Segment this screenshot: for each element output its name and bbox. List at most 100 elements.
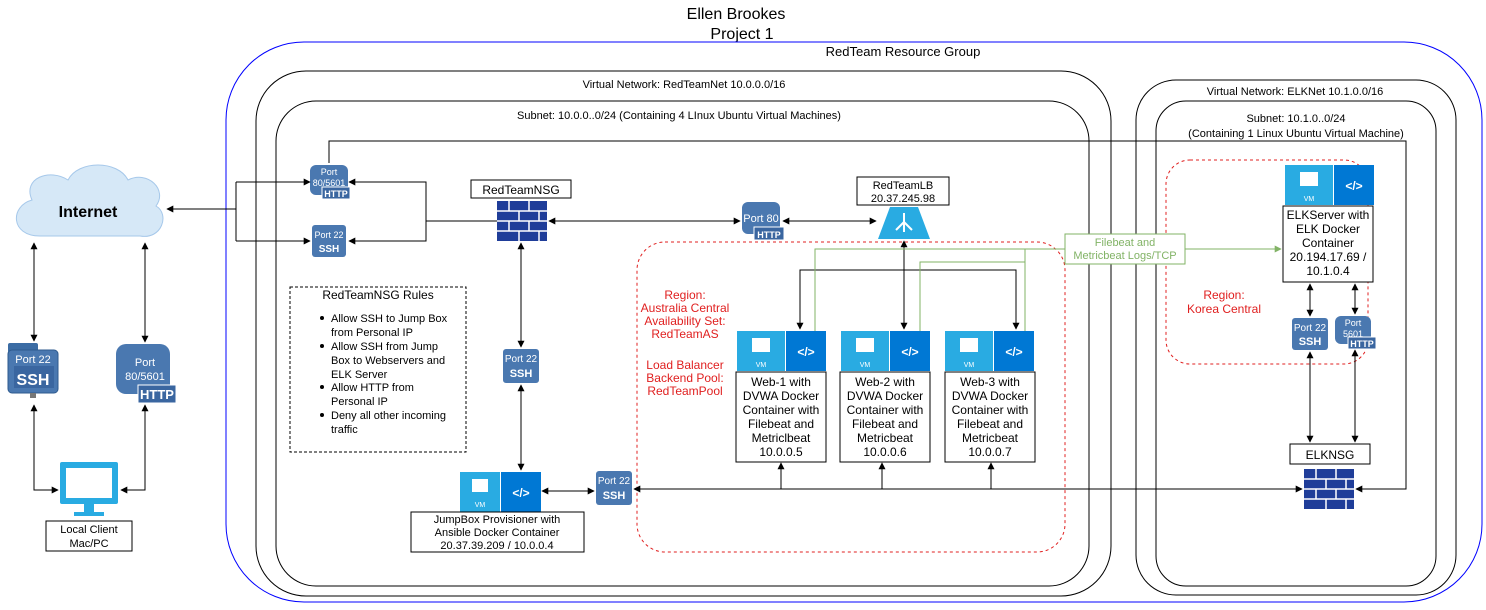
nsg-rules-list: Allow SSH to Jump Box from Personal IP A… [320,313,448,436]
local-client-label-1: Local Client [60,524,117,536]
svg-text:10.0.0.7: 10.0.0.7 [968,445,1012,459]
svg-text:10.0.0.5: 10.0.0.5 [759,445,803,459]
ssh-bottom-label: SSH [603,490,626,502]
http-port80-5601-icon-top: Port 80/5601 HTTP [310,165,351,200]
ssh-port22-icon-top: Port 22 SSH [312,225,346,257]
svg-text:DVWA Docker: DVWA Docker [743,389,819,403]
rule-4-line-2: traffic [331,424,358,436]
vm-icon-web2: VM </> [841,331,930,371]
svg-text:Region:: Region: [664,288,705,302]
svg-text:DVWA Docker: DVWA Docker [952,389,1028,403]
svg-text:Filebeat and: Filebeat and [748,417,814,431]
http-port80-icon: Port 80 HTTP [742,202,785,241]
internet-cloud-icon: Internet [16,164,164,237]
filebeat-connectors [814,245,1282,331]
vm-icon-elkserver: VM </> [1285,165,1374,205]
http-top-label: HTTP [324,189,348,199]
elkserver-box [1282,205,1374,283]
port5601-label-2: 5601 [1343,329,1363,339]
port22-mid-label: Port 22 [505,354,538,365]
http-port5601-icon-elk: Port 5601 HTTP [1335,316,1377,350]
lb-label-1: RedTeamLB [873,180,934,192]
rule-3-line-1: Allow HTTP from [331,382,414,394]
svg-text:Metricbeat: Metricbeat [857,431,914,445]
svg-text:Korea Central: Korea Central [1187,302,1261,316]
svg-text:ELKServer with: ELKServer with [1287,208,1370,222]
svg-text:Web-3 with: Web-3 with [960,375,1020,389]
http-left-label: HTTP [140,387,174,402]
vnet-elk-boundary [1135,79,1457,596]
vnet-redteam-boundary [255,70,1112,597]
svg-text:VM: VM [964,362,975,369]
subnet-elk-label-2: (Containing 1 Linux Ubuntu Virtual Machi… [1188,128,1404,140]
svg-text:RedTeamAS: RedTeamAS [651,327,718,341]
http-elk-label: HTTP [1350,339,1374,349]
jumpbox-box [410,511,585,553]
port22-bottom-label: Port 22 [598,476,631,487]
monitor-icon [60,462,118,516]
vnet-elk-label: Virtual Network: ELKNet 10.1.0.0/16 [1207,86,1384,98]
web3-label: Web-3 with DVWA Docker Container with Fi… [952,375,1029,459]
svg-text:Container with: Container with [743,403,820,417]
svg-text:Backend Pool:: Backend Pool: [646,371,723,385]
svg-text:10.0.0.6: 10.0.0.6 [863,445,907,459]
region-red-boundary [636,241,1066,553]
svg-text:Web-1 with: Web-1 with [751,375,811,389]
elkserver-label: ELKServer with ELK Docker Container 20.1… [1287,208,1370,278]
firewall-icon-red [497,201,547,241]
svg-text:Container with: Container with [847,403,924,417]
svg-text:</>: </> [797,345,814,359]
ssh-port22-icon-mid: Port 22 SSH [503,349,539,383]
ssh-mid-label: SSH [510,368,533,380]
svg-text:Australia Central: Australia Central [641,301,730,315]
svg-text:Filebeat and: Filebeat and [957,417,1023,431]
vnet-redteam-label: Virtual Network: RedTeamNet 10.0.0.0/16 [583,79,786,91]
connectors [30,140,1407,495]
nsg-red-label: RedTeamNSG [482,183,559,197]
firewall-icon-elk [1304,469,1354,509]
web3-box [944,371,1036,463]
svg-text:Container with: Container with [952,403,1029,417]
svg-text:</>: </> [1345,179,1362,193]
svg-text:</>: </> [901,345,918,359]
port-top-label-1: Port [321,167,338,177]
web2-label: Web-2 with DVWA Docker Container with Fi… [847,375,924,459]
filebeat-label-1: Filebeat and [1095,237,1156,249]
diagram-subtitle: Project 1 [710,26,773,43]
subnet-redteam-label: Subnet: 10.0.0..0/24 (Containing 4 LInux… [517,110,841,122]
nsg-elk-label-box [1289,443,1371,465]
region-red-label: Region: Australia Central Availability S… [641,288,730,398]
svg-text:</>: </> [512,486,529,500]
port-left-label-2: 80/5601 [125,371,165,383]
subnet-elk-boundary [1155,100,1437,587]
vm-icon-web1: VM </> [737,331,826,371]
port5601-label-1: Port [1345,318,1362,328]
svg-text:VM: VM [1304,196,1315,203]
svg-text:Container: Container [1302,236,1354,250]
svg-text:Web-2 with: Web-2 with [855,375,915,389]
nsg-elk-label: ELKNSG [1306,448,1355,462]
svg-text:ELK Docker: ELK Docker [1296,222,1360,236]
vm-icon-jumpbox: VM </> [460,472,541,512]
ssh-port22-icon-bottom: Port 22 SSH [596,471,632,505]
svg-text:Availability Set:: Availability Set: [644,314,725,328]
nsg-rules-box [289,286,467,453]
ssh-port22-icon-elk: Port 22 SSH [1292,318,1328,350]
subnet-redteam-boundary [275,100,1090,587]
region-elk-label: Region: Korea Central [1187,288,1261,316]
rule-3-line-2: Personal IP [331,396,388,408]
http-port80-5601-icon-left: Port 80/5601 HTTP [116,344,177,404]
vm-icon-web3: VM </> [945,331,1034,371]
svg-text:20.194.17.69 /: 20.194.17.69 / [1290,250,1367,264]
filebeat-label-2: Metricbeat Logs/TCP [1073,250,1176,262]
port80-label: Port 80 [743,213,778,225]
svg-text:</>: </> [1005,345,1022,359]
local-client-box [45,520,133,552]
svg-text:VM: VM [756,362,767,369]
web1-label: Web-1 with DVWA Docker Container with Fi… [743,375,820,459]
web1-box [735,371,827,463]
svg-text:Region:: Region: [1203,288,1244,302]
port22-top-label: Port 22 [314,230,343,240]
internet-label: Internet [59,204,118,221]
rule-2-line-1: Allow SSH from Jump [331,341,438,353]
